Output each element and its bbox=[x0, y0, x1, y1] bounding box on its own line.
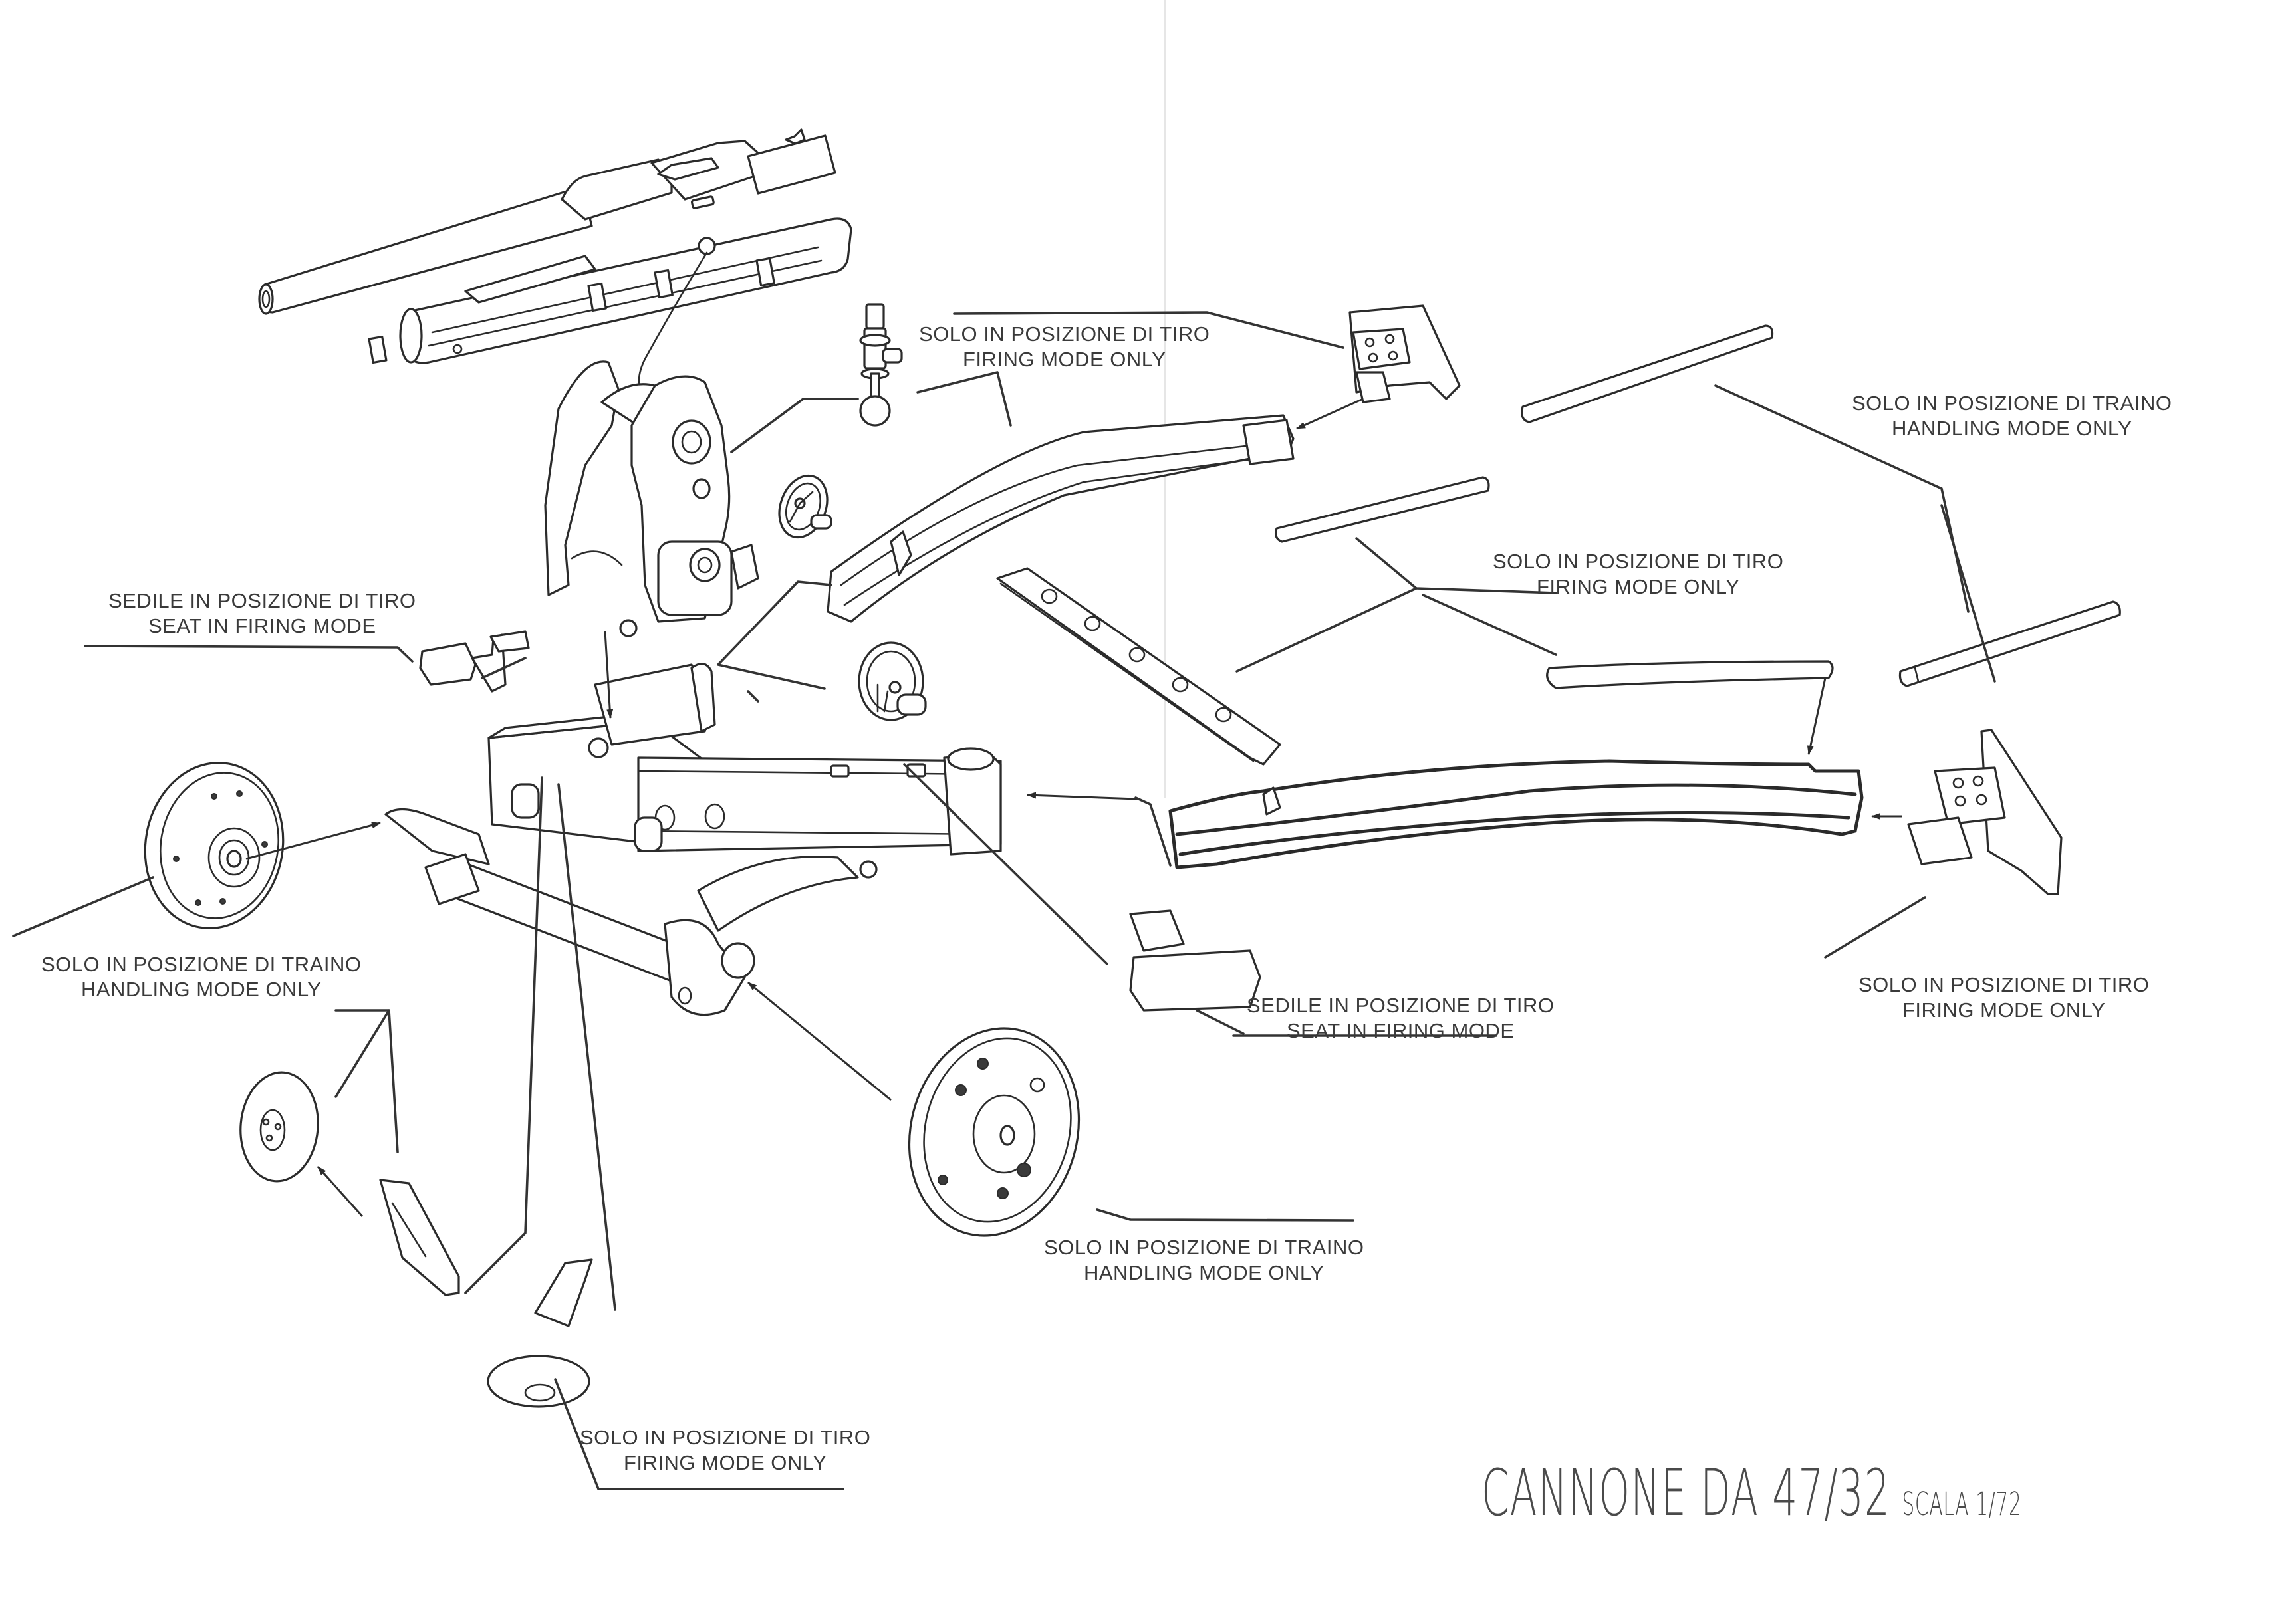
label-italian: SOLO IN POSIZIONE DI TIRO bbox=[580, 1426, 871, 1449]
axle-icon bbox=[384, 808, 878, 1016]
cannon-barrel-icon bbox=[258, 128, 836, 315]
rod-b-icon bbox=[1275, 476, 1490, 543]
upper-mount-icon bbox=[544, 360, 759, 637]
trail-upper-icon bbox=[827, 414, 1295, 623]
cradle-icon bbox=[368, 217, 852, 400]
rod-a-icon bbox=[1521, 324, 1774, 423]
label-english: FIRING MODE ONLY bbox=[1536, 575, 1740, 598]
label-english: FIRING MODE ONLY bbox=[623, 1451, 827, 1474]
label-italian: SOLO IN POSIZIONE DI TIRO bbox=[1858, 973, 2150, 996]
label-spade-firing-only: SOLO IN POSIZIONE DI TIRO FIRING MODE ON… bbox=[1858, 973, 2149, 1023]
drawing-scale: SCALA 1/72 bbox=[1902, 1486, 2022, 1523]
label-english: HANDLING MODE ONLY bbox=[1083, 1261, 1325, 1284]
label-italian: SOLO IN POSIZIONE DI TIRO bbox=[919, 322, 1210, 346]
elevation-handwheel-icon bbox=[778, 474, 832, 539]
wheel-left-icon bbox=[144, 762, 285, 929]
label-english: SEAT IN FIRING MODE bbox=[1287, 1019, 1515, 1042]
label-italian: SEDILE IN POSIZIONE DI TIRO bbox=[108, 589, 416, 612]
label-trail-rods-firing-only: SOLO IN POSIZIONE DI TIRO FIRING MODE ON… bbox=[1493, 549, 1783, 600]
drawing-title: CANNONE DA 47/32 bbox=[1481, 1456, 1891, 1530]
label-seat-left-firing-mode: SEDILE IN POSIZIONE DI TIRO SEAT IN FIRI… bbox=[108, 588, 416, 639]
rod-d-icon bbox=[1898, 600, 2121, 687]
seat-right-icon bbox=[1129, 909, 1261, 1012]
label-foot-plate-firing-only: SOLO IN POSIZIONE DI TIRO FIRING MODE ON… bbox=[580, 1425, 870, 1476]
seat-left-icon bbox=[419, 630, 530, 693]
traverse-handwheel-icon bbox=[858, 641, 927, 721]
label-italian: SOLO IN POSIZIONE DI TRAINO bbox=[1852, 392, 2172, 415]
label-english: HANDLING MODE ONLY bbox=[80, 978, 322, 1001]
label-english: FIRING MODE ONLY bbox=[1902, 998, 2106, 1022]
label-seat-right-firing-mode: SEDILE IN POSIZIONE DI TIRO SEAT IN FIRI… bbox=[1247, 993, 1555, 1044]
label-italian: SOLO IN POSIZIONE DI TIRO bbox=[1493, 550, 1784, 573]
assembly-arrows bbox=[245, 398, 1902, 1217]
spade-lower-icon bbox=[1907, 729, 2063, 895]
label-italian: SOLO IN POSIZIONE DI TRAINO bbox=[1044, 1236, 1364, 1259]
label-wheel-right-handling-only: SOLO IN POSIZIONE DI TRAINO HANDLING MOD… bbox=[1044, 1235, 1364, 1286]
label-wheel-left-handling-only: SOLO IN POSIZIONE DI TRAINO HANDLING MOD… bbox=[41, 952, 361, 1002]
wheel-right-icon bbox=[908, 1027, 1081, 1237]
foot-bracket-icon bbox=[379, 1179, 460, 1296]
leader-lines bbox=[12, 311, 1996, 1490]
label-breech-stand-firing-only: SOLO IN POSIZIONE DI TIRO FIRING MODE ON… bbox=[919, 322, 1210, 372]
foot-plate-large-icon bbox=[487, 1258, 593, 1408]
label-english: SEAT IN FIRING MODE bbox=[148, 614, 376, 637]
label-italian: SEDILE IN POSIZIONE DI TIRO bbox=[1247, 994, 1555, 1017]
label-english: FIRING MODE ONLY bbox=[962, 348, 1166, 371]
carriage-icon bbox=[487, 663, 1002, 856]
strip-icon bbox=[996, 567, 1281, 766]
drawing-title-block: CANNONE DA 47/32 SCALA 1/72 bbox=[1481, 1456, 2022, 1530]
spade-upper-icon bbox=[1348, 304, 1461, 403]
foot-plate-small-icon bbox=[239, 1071, 319, 1183]
label-english: HANDLING MODE ONLY bbox=[1891, 417, 2132, 440]
rod-c-icon bbox=[1546, 660, 1834, 689]
sight-post-icon bbox=[859, 303, 903, 427]
label-trail-rods-handling-only: SOLO IN POSIZIONE DI TRAINO HANDLING MOD… bbox=[1852, 391, 2172, 441]
label-italian: SOLO IN POSIZIONE DI TRAINO bbox=[41, 953, 362, 976]
trail-lower-icon bbox=[1168, 759, 1864, 869]
